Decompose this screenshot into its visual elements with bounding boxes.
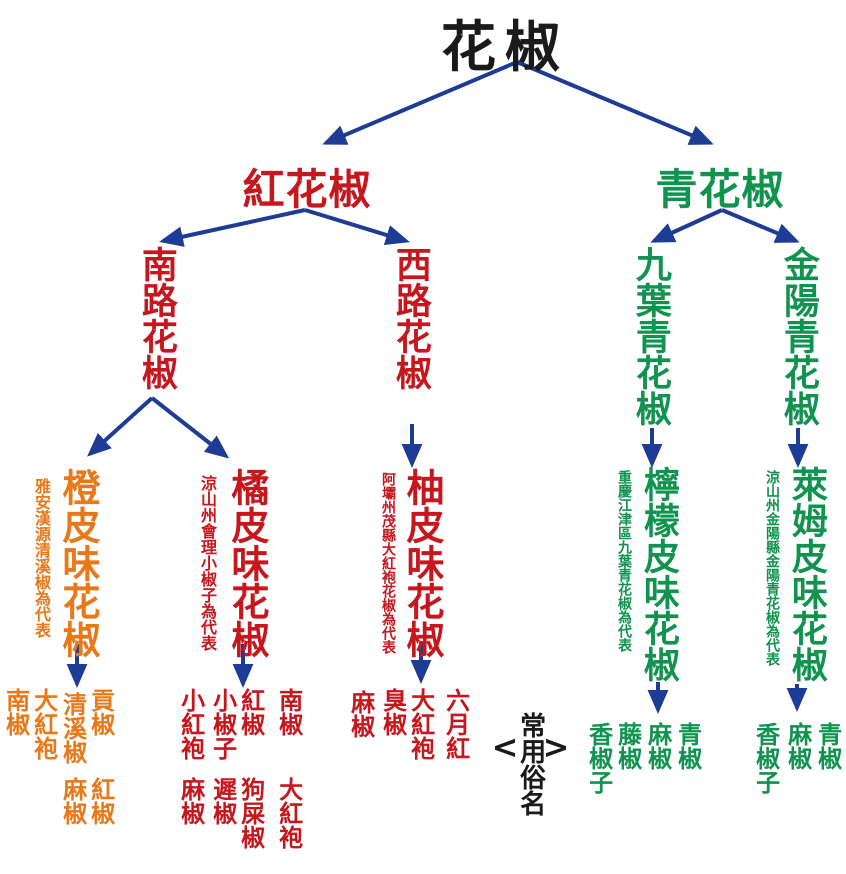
leaf-common-name: 紅椒: [236, 688, 265, 736]
node-tangerine-peel: 橘皮味花椒: [224, 468, 269, 658]
arrow-leaf-connectors: [66, 642, 808, 714]
arrow-south-road-branches: [87, 396, 230, 459]
note-pomelo-peel: 阿壩州茂縣大紅袍花椒為代表: [380, 472, 396, 654]
leaf-common-name: 小紅袍: [176, 688, 205, 760]
leaf-common-name: 大紅袍: [406, 688, 435, 760]
leaf-common-name: 藤椒: [613, 722, 642, 770]
leaf-common-name: 臭椒: [378, 688, 407, 736]
leaf-common-name: 麻椒: [643, 722, 672, 770]
leaf-common-name: 南椒: [1, 688, 30, 736]
leaf-common-name: 大紅袍: [274, 777, 303, 849]
leaf-common-name: 清溪椒: [58, 692, 87, 764]
node-jinyang: 金陽青花椒: [777, 246, 819, 426]
arrow-red-branches: [159, 208, 410, 247]
leaf-common-name: 遲椒: [208, 777, 237, 825]
arrow-straight-connectors: [401, 424, 809, 468]
note-tangerine-peel: 涼山州會理小椒子為代表: [198, 475, 217, 651]
node-lemon-peel: 檸檬皮味花椒: [637, 466, 679, 682]
leaf-common-name: 大紅袍: [29, 688, 58, 760]
leaf-common-name: 麻椒: [58, 777, 87, 825]
leaf-common-name: 青椒: [813, 722, 842, 770]
arrow-root-branches: [322, 60, 714, 145]
leaf-common-name: 紅椒: [86, 777, 115, 825]
node-pomelo-peel: 柚皮味花椒: [399, 468, 444, 658]
node-lime-peel: 萊姆皮味花椒: [785, 466, 827, 682]
leaf-common-name: 小椒子: [208, 688, 237, 760]
node-west-road: 西路花椒: [389, 246, 431, 390]
node-green-pepper: 青花椒: [655, 165, 785, 214]
note-lime-peel: 涼山州金陽縣金陽青花椒為代表: [764, 470, 780, 666]
legend-bracket-left: <: [491, 728, 519, 766]
node-nine-leaf: 九葉青花椒: [629, 246, 671, 426]
leaf-common-name: 香椒子: [751, 722, 780, 794]
leaf-common-name: 香椒子: [584, 722, 613, 794]
root-node-huajiao: 花椒: [440, 15, 570, 79]
leaf-common-name: 麻椒: [176, 777, 205, 825]
leaf-common-name: 南椒: [274, 688, 303, 736]
leaf-common-name: 貢椒: [86, 688, 115, 736]
leaf-common-name: 麻椒: [783, 722, 812, 770]
legend-common-names: 常用俗名: [515, 712, 546, 816]
node-orange-peel: 橙皮味花椒: [55, 468, 100, 658]
leaf-common-name: 青椒: [673, 722, 702, 770]
note-orange-peel: 雅安漢源清溪椒為代表: [32, 478, 51, 638]
leaf-common-name: 麻椒: [346, 690, 375, 738]
leaf-common-name: 六月紅: [441, 688, 470, 760]
legend-bracket-right: >: [542, 728, 570, 766]
node-south-road: 南路花椒: [135, 246, 177, 390]
node-red-pepper: 紅花椒: [242, 165, 372, 214]
leaf-common-name: 狗屎椒: [236, 777, 265, 849]
arrow-green-branches: [650, 208, 800, 243]
note-lemon-peel: 重慶江津區九葉青花椒為代表: [616, 470, 632, 652]
